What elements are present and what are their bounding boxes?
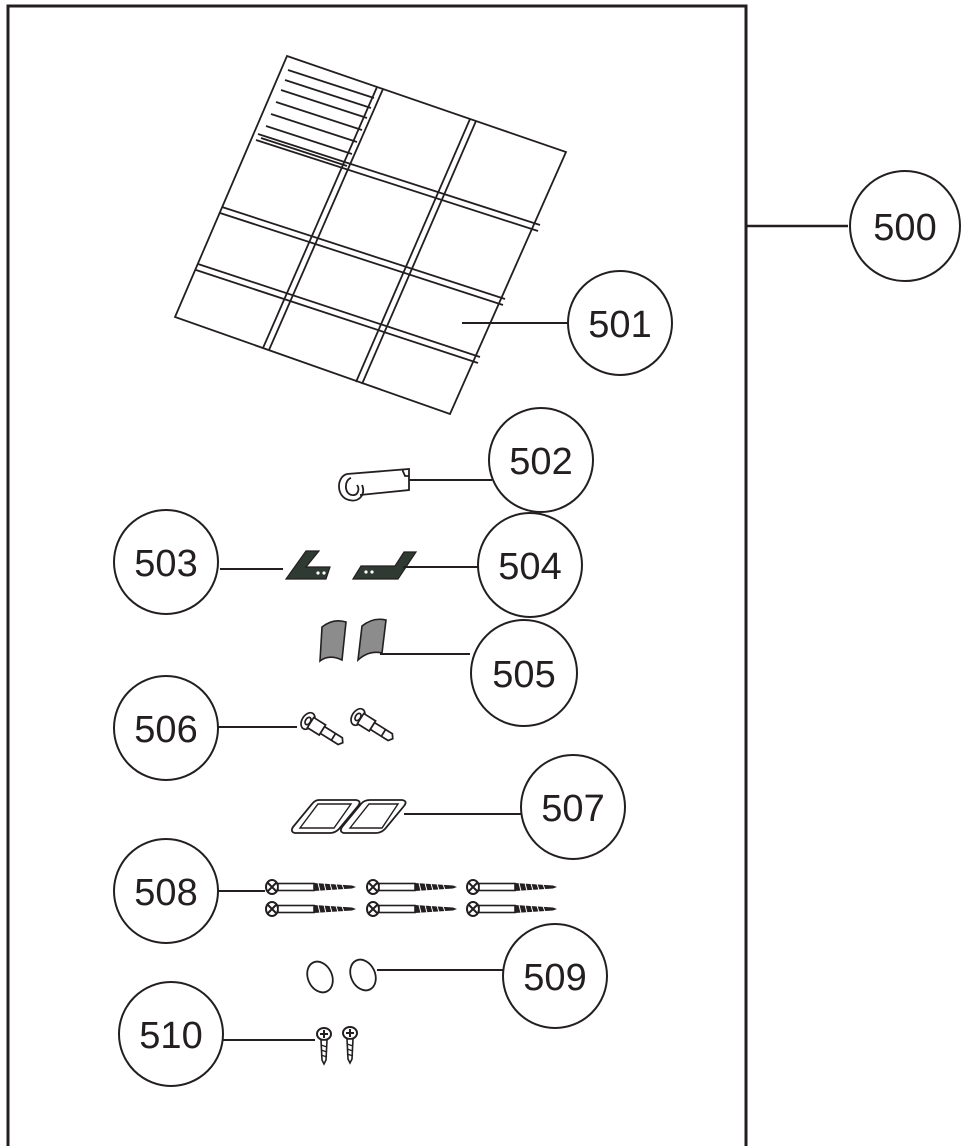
round-washer-icon [306,958,377,994]
callout-505-label: 505 [492,654,555,696]
callout-510-label: 510 [139,1015,202,1057]
callout-508-label: 508 [134,872,197,914]
long-screw-icon [265,879,558,917]
callout-500: 500 [849,170,961,282]
callout-505: 505 [470,619,578,727]
callout-502-label: 502 [509,441,572,483]
callout-506: 506 [113,675,219,781]
short-screw-icon [316,1026,358,1065]
callout-504: 504 [477,512,583,618]
callout-509-label: 509 [523,957,586,999]
callout-501-label: 501 [588,304,651,346]
adhesive-strip-icon [290,799,407,834]
left-angle-bracket-icon [284,550,331,580]
callout-508: 508 [113,838,219,944]
ceiling-grid-panel-icon [173,54,568,416]
callout-500-label: 500 [873,207,936,249]
rolled-tape-icon [338,468,410,502]
callout-501: 501 [567,270,673,376]
callout-503: 503 [113,509,219,615]
right-angle-bracket-icon [351,551,418,580]
bolt-icon [300,707,394,746]
callout-510: 510 [118,981,224,1087]
gray-pad-icon [319,618,387,663]
kit-frame [6,4,748,1146]
callout-506-label: 506 [134,709,197,751]
callout-507-label: 507 [541,788,604,830]
callout-507: 507 [520,754,626,860]
callout-502: 502 [488,407,594,513]
callout-503-label: 503 [134,543,197,585]
callout-509: 509 [502,923,608,1029]
callout-504-label: 504 [498,546,561,588]
